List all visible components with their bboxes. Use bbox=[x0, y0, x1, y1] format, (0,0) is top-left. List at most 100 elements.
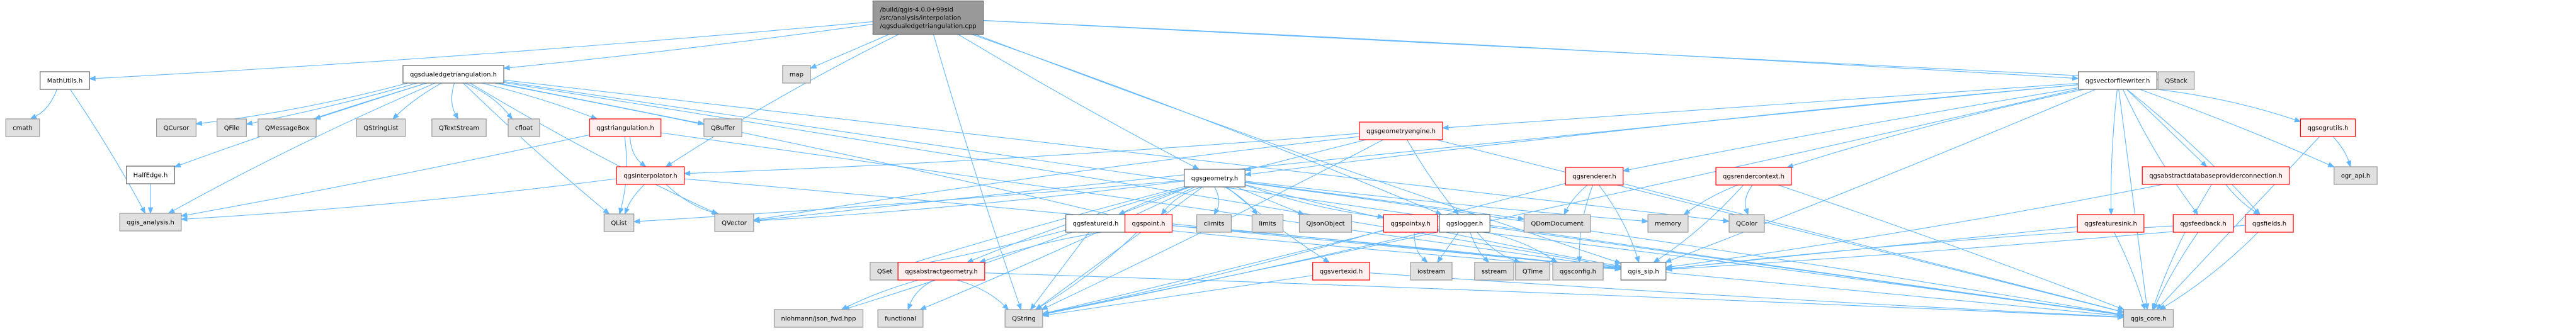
node-label: qgsfeaturesink.h bbox=[2084, 221, 2137, 228]
node-box bbox=[1620, 262, 1667, 281]
node-box bbox=[1184, 169, 1245, 188]
node-label: QList bbox=[611, 220, 627, 227]
node-label: qgsgeometry.h bbox=[1191, 176, 1238, 182]
arrowhead-icon bbox=[1653, 257, 1660, 263]
node-qgsrendercontext[interactable]: qgsrendercontext.h bbox=[1715, 167, 1792, 186]
node-box bbox=[1515, 262, 1550, 281]
node-qgsvectorfilewriter[interactable]: qgsvectorfilewriter.h bbox=[2078, 71, 2157, 90]
node-label: functional bbox=[885, 316, 916, 323]
node-label: cfloat bbox=[515, 125, 533, 132]
edge-qgsvectorfilewriter-to-qgis_sip bbox=[1671, 89, 2096, 261]
node-cfloat: cfloat bbox=[508, 118, 540, 137]
node-qgsrenderer[interactable]: qgsrenderer.h bbox=[1565, 167, 1624, 186]
node-label: qgsdualedgetriangulation.h bbox=[410, 72, 497, 79]
arrowhead-icon bbox=[1634, 255, 1640, 264]
arrowhead-icon bbox=[167, 208, 176, 214]
node-qgsvertexid[interactable]: qgsvertexid.h bbox=[1312, 262, 1370, 281]
node-label: cmath bbox=[13, 125, 33, 132]
node-mathutils[interactable]: MathUtils.h bbox=[40, 71, 90, 90]
edge-dualedge_h-to-qgis_analysis bbox=[173, 82, 436, 211]
edge-dualedge_h-to-cfloat bbox=[465, 82, 509, 115]
node-box bbox=[1552, 262, 1604, 281]
arrowhead-icon bbox=[174, 162, 181, 167]
node-label: qgstriangulation.h bbox=[596, 125, 654, 132]
arrowhead-icon bbox=[1441, 125, 1449, 130]
arrowhead-icon bbox=[1016, 303, 1022, 311]
node-label: qgsabstractgeometry.h bbox=[905, 269, 978, 276]
node-dualedge-h[interactable]: qgsdualedgetriangulation.h bbox=[402, 65, 504, 84]
arrowhead-icon bbox=[1642, 218, 1649, 224]
node-qstring: QString bbox=[1004, 309, 1043, 328]
node-qgsinterpolator[interactable]: qgsinterpolator.h bbox=[616, 166, 685, 185]
arrowhead-icon bbox=[1482, 256, 1490, 263]
node-ogr-api: ogr_api.h bbox=[2334, 166, 2378, 185]
node-label: sstream bbox=[1482, 269, 1507, 276]
node-box bbox=[2245, 214, 2294, 233]
node-qdomdocument: QDomDocument bbox=[1523, 214, 1591, 233]
edge-qgsabstractgeometry-to-qgis_core bbox=[984, 272, 2118, 318]
node-box bbox=[40, 71, 90, 90]
node-qgstriangulation[interactable]: qgstriangulation.h bbox=[589, 118, 662, 137]
edge-dualedge_h-to-qstringlist bbox=[397, 82, 442, 116]
edge-qgsvectorfilewriter-to-ogr_api bbox=[2139, 89, 2329, 166]
node-label: qgsvectorfilewriter.h bbox=[2085, 78, 2150, 85]
edge-root-to-qstack bbox=[983, 20, 2153, 80]
node-qgspoint[interactable]: qgspoint.h bbox=[1124, 214, 1173, 233]
node-halfedge[interactable]: HalfEdge.h bbox=[126, 166, 175, 184]
edge-mathutils-to-qgis_analysis bbox=[70, 89, 143, 209]
arrowhead-icon bbox=[1035, 304, 1042, 310]
arrowhead-icon bbox=[502, 65, 510, 70]
node-box bbox=[1196, 214, 1232, 233]
node-qgsfeaturesink[interactable]: qgsfeaturesink.h bbox=[2077, 214, 2145, 233]
node-qgsfeedback[interactable]: qgsfeedback.h bbox=[2172, 214, 2234, 233]
node-qgsfields[interactable]: qgsfields.h bbox=[2245, 214, 2294, 233]
edge-qgsvectorfilewriter-to-qgis_core bbox=[2118, 89, 2147, 305]
edge-root-to-qgsinterpolator bbox=[670, 34, 899, 164]
edge-qgsgeometry-to-functional bbox=[925, 186, 1195, 308]
node-label: qgsconfig.h bbox=[1560, 269, 1596, 276]
node-qgslogger[interactable]: qgslogger.h bbox=[1439, 214, 1490, 233]
node-label: QSet bbox=[877, 269, 892, 276]
edge-qgsinterpolator-to-qlist bbox=[627, 184, 645, 209]
edge-qgsfeedback-to-qgis_core bbox=[2155, 232, 2199, 305]
node-qgsgeometryengine[interactable]: qgsgeometryengine.h bbox=[1359, 121, 1443, 140]
node-label: QTextStream bbox=[439, 125, 479, 132]
node-box bbox=[156, 118, 196, 137]
arrowhead-icon bbox=[809, 63, 817, 69]
node-qfile: QFile bbox=[217, 118, 247, 137]
node-box bbox=[402, 65, 504, 84]
node-box bbox=[126, 166, 175, 184]
node-qgsabstractdbconn[interactable]: qgsabstractdatabaseproviderconnection.h bbox=[2142, 166, 2290, 185]
edge-qgsfields-to-qgis_core bbox=[2164, 232, 2259, 307]
node-nlohmann: nlohmann/json_fwd.hpp bbox=[773, 309, 864, 328]
node-label: /build/qgis-4.0.0+99sid bbox=[880, 7, 953, 14]
node-label: qgis_sip.h bbox=[1628, 269, 1659, 276]
node-box bbox=[870, 262, 900, 281]
node-box bbox=[1359, 121, 1443, 140]
edge-qgslogger-to-qgis_core bbox=[1490, 227, 2118, 315]
edge-root-to-qstring bbox=[933, 34, 1020, 305]
edge-qgsvectorfilewriter-to-qgsgeometry bbox=[1251, 84, 2079, 175]
node-qgis-analysis: qgis_analysis.h bbox=[119, 213, 182, 232]
arrowhead-icon bbox=[590, 114, 598, 120]
edge-qgstriangulation-to-qgis_analysis bbox=[186, 134, 590, 216]
node-qmessagebox: QMessageBox bbox=[258, 118, 317, 137]
node-qgsabstractgeometry[interactable]: qgsabstractgeometry.h bbox=[897, 262, 985, 281]
node-qgspointxy[interactable]: qgspointxy.h bbox=[1383, 214, 1438, 233]
node-qgsfeatureid[interactable]: qgsfeatureid.h bbox=[1065, 214, 1126, 233]
node-box bbox=[773, 309, 864, 328]
node-qgsogrutils[interactable]: qgsogrutils.h bbox=[2300, 118, 2356, 137]
edge-qgsvectorfilewriter-to-qgsgeometryengine bbox=[1448, 82, 2079, 128]
edge-dualedge_h-to-qlist bbox=[463, 82, 605, 211]
arrowhead-icon bbox=[2253, 209, 2261, 215]
arrowhead-icon bbox=[618, 207, 624, 215]
edge-qgsvectorfilewriter-to-qgsfeaturesink bbox=[2110, 89, 2118, 210]
node-box bbox=[877, 309, 924, 328]
arrowhead-icon bbox=[1614, 259, 1622, 264]
node-qgis-sip[interactable]: qgis_sip.h bbox=[1620, 262, 1667, 281]
edge-qgsgeometry-to-qset bbox=[904, 186, 1184, 266]
node-qgsgeometry[interactable]: qgsgeometry.h bbox=[1184, 169, 1245, 188]
node-label: qgsabstractdatabaseproviderconnection.h bbox=[2149, 173, 2283, 180]
node-label: QJsonObject bbox=[1306, 221, 1344, 228]
edge-qgsgeometry-to-qgspointxy bbox=[1245, 184, 1378, 217]
